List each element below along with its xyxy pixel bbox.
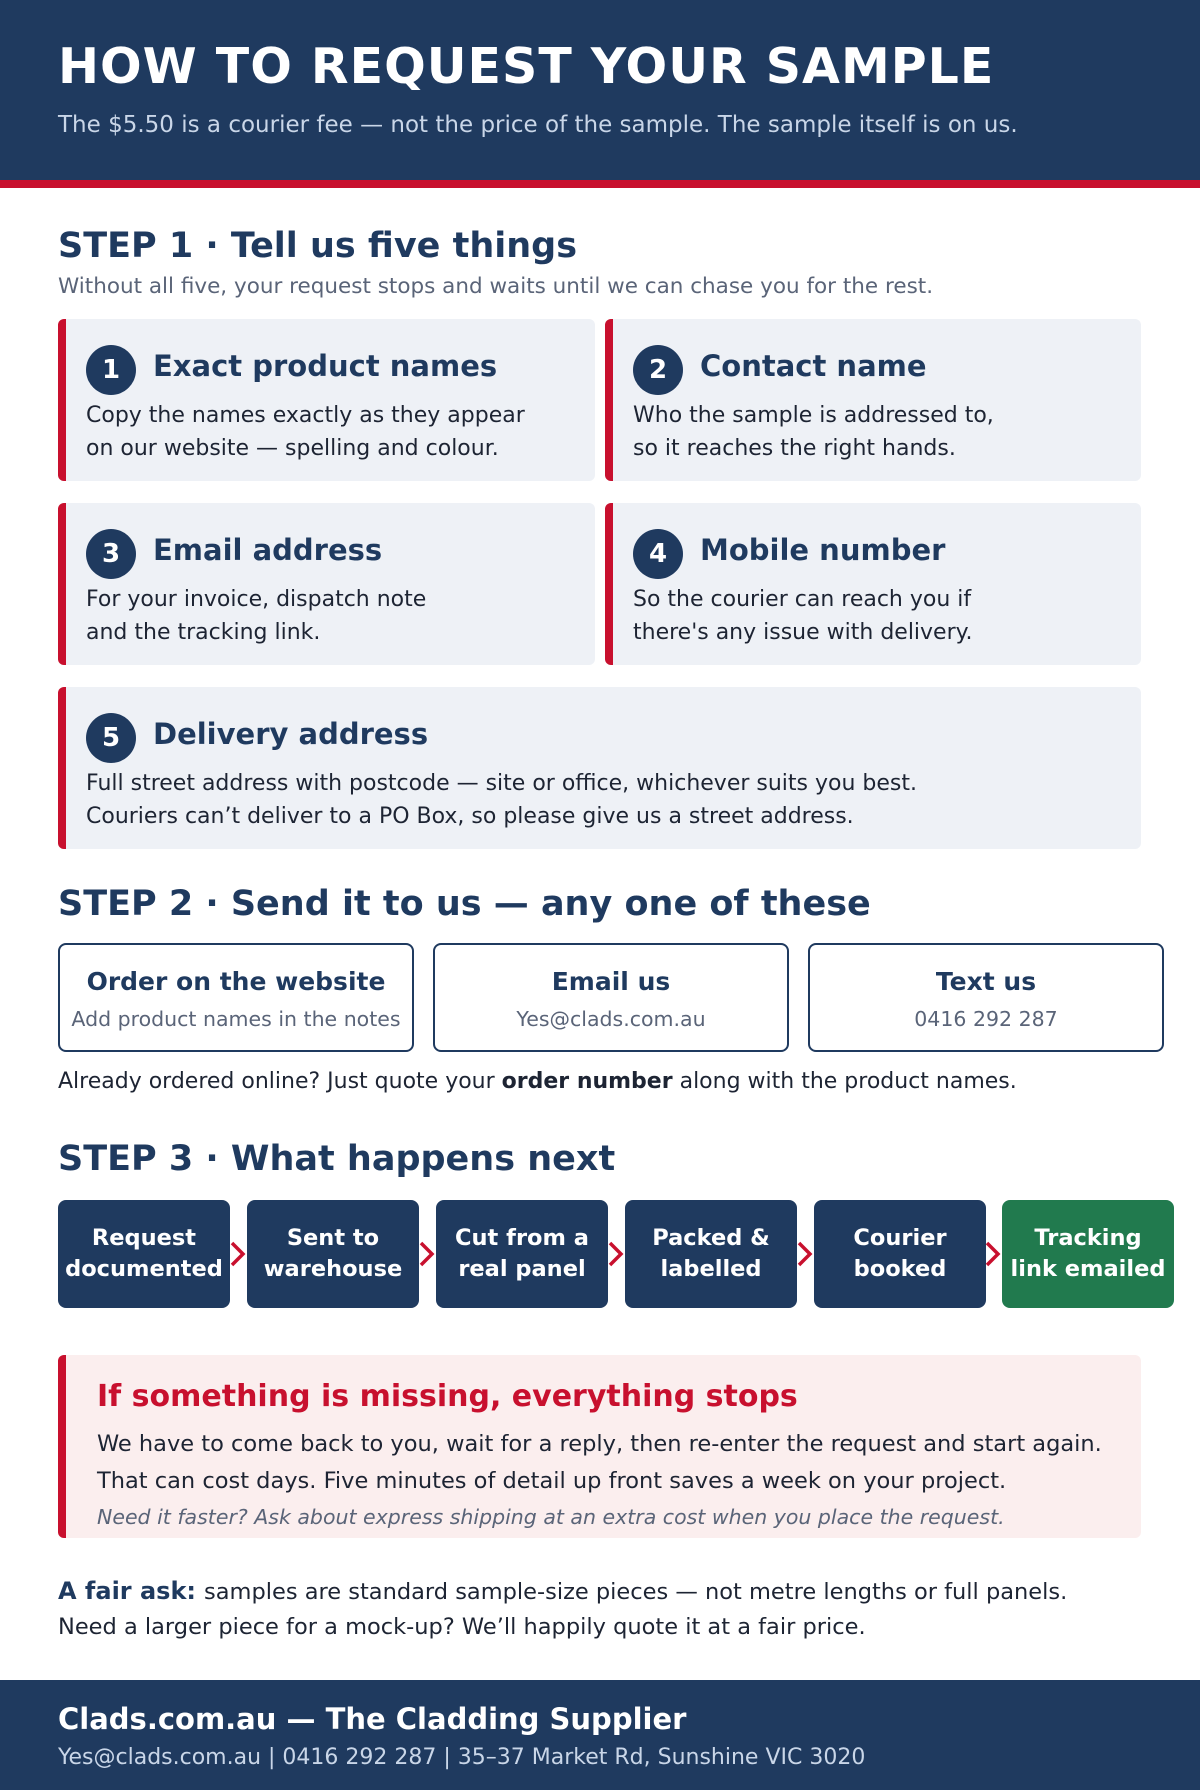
card-description-line: For your invoice, dispatch note [86,587,427,612]
process-step-packed-labelled: Packed & labelled [625,1200,797,1308]
warning-text: That can cost days. Five minutes of deta… [97,1468,1007,1494]
fair-ask-line: Need a larger piece for a mock-up? We’ll… [58,1614,866,1640]
option-label: Order on the website [86,967,386,996]
header-divider [0,180,1200,188]
page-title: HOW TO REQUEST YOUR SAMPLE [58,38,995,95]
step3-title: STEP 3 · What happens next [58,1139,616,1179]
fair-ask-label: A fair ask: [58,1577,197,1605]
step-number-badge: 3 [86,529,136,579]
order-note-emphasis: order number [501,1069,673,1094]
option-detail: 0416 292 287 [914,1007,1058,1031]
chevron-right-icon [419,1241,435,1267]
card-description: For your invoice, dispatch note and the … [86,583,426,649]
footer-brand: Clads.com.au — The Cladding Supplier [58,1702,687,1736]
card-accent-bar [58,687,66,849]
process-step-tracking-emailed: Tracking link emailed [1002,1200,1174,1308]
step1-title: STEP 1 · Tell us five things [58,226,578,266]
page-footer: Clads.com.au — The Cladding Supplier Yes… [0,1680,1200,1790]
card-description-line: So the courier can reach you if [633,587,972,612]
card-description-line: and the tracking link. [86,620,321,645]
card-description-line: Full street address with postcode — site… [86,771,917,796]
option-label: Email us [551,967,671,996]
requirement-card-email-address: 3 Email address For your invoice, dispat… [58,503,595,665]
step-number-badge: 4 [633,529,683,579]
card-title: Contact name [700,349,927,383]
page-header: HOW TO REQUEST YOUR SAMPLE The $5.50 is … [0,0,1200,180]
send-option-website[interactable]: Order on the website Add product names i… [58,943,414,1052]
requirement-card-delivery-address: 5 Delivery address Full street address w… [58,687,1141,849]
warning-text: We have to come back to you, wait for a … [97,1431,1102,1457]
step2-title: STEP 2 · Send it to us — any one of thes… [58,884,871,924]
chevron-right-icon [797,1241,813,1267]
requirement-card-mobile-number: 4 Mobile number So the courier can reach… [605,503,1141,665]
card-title: Email address [153,533,383,567]
card-description: So the courier can reach you if there's … [633,583,973,649]
step-number-badge: 2 [633,345,683,395]
fair-ask-text: samples are standard sample-size pieces … [204,1579,1068,1605]
card-description: Who the sample is addressed to, so it re… [633,399,994,465]
card-description-line: Couriers can’t deliver to a PO Box, so p… [86,804,854,829]
page-subtitle: The $5.50 is a courier fee — not the pri… [58,112,1018,138]
warning-accent-bar [58,1355,66,1538]
missing-info-warning: If something is missing, everything stop… [58,1355,1141,1538]
warning-title: If something is missing, everything stop… [97,1379,798,1414]
footer-contact: Yes@clads.com.au | 0416 292 287 | 35–37 … [58,1745,866,1770]
card-accent-bar [605,503,613,665]
step-number-badge: 5 [86,713,136,763]
process-step-courier-booked: Courier booked [814,1200,986,1308]
process-step-sent-to-warehouse: Sent to warehouse [247,1200,419,1308]
card-description-line: there's any issue with delivery. [633,620,973,645]
card-description-line: Who the sample is addressed to, [633,403,994,428]
card-accent-bar [58,503,66,665]
send-option-email[interactable]: Email us Yes@clads.com.au [433,943,789,1052]
chevron-right-icon [608,1241,624,1267]
card-accent-bar [605,319,613,481]
send-option-text[interactable]: Text us 0416 292 287 [808,943,1164,1052]
card-description-line: so it reaches the right hands. [633,436,956,461]
order-note-text: along with the product names. [672,1069,1017,1094]
card-description-line: on our website — spelling and colour. [86,436,499,461]
chevron-right-icon [985,1241,1001,1267]
card-description-line: Copy the names exactly as they appear [86,403,525,428]
card-title: Delivery address [153,717,429,751]
card-title: Exact product names [153,349,498,383]
process-step-cut-from-panel: Cut from a real panel [436,1200,608,1308]
option-label: Text us [935,967,1037,996]
process-step-request-documented: Request documented [58,1200,230,1308]
option-detail: Yes@clads.com.au [516,1007,706,1031]
fair-ask-line: A fair ask: samples are standard sample-s… [58,1577,1067,1605]
express-shipping-note: Need it faster? Ask about express shippi… [97,1505,1005,1529]
requirement-card-product-names: 1 Exact product names Copy the names exa… [58,319,595,481]
chevron-right-icon [230,1241,246,1267]
step-number-badge: 1 [86,345,136,395]
card-description: Copy the names exactly as they appear on… [86,399,525,465]
step1-subtitle: Without all five, your request stops and… [58,274,934,299]
requirement-card-contact-name: 2 Contact name Who the sample is address… [605,319,1141,481]
option-detail: Add product names in the notes [71,1007,401,1031]
card-title: Mobile number [700,533,946,567]
card-accent-bar [58,319,66,481]
card-description: Full street address with postcode — site… [86,767,917,833]
order-note-text: Already ordered online? Just quote your [58,1069,502,1094]
order-number-note: Already ordered online? Just quote your … [58,1069,1017,1094]
